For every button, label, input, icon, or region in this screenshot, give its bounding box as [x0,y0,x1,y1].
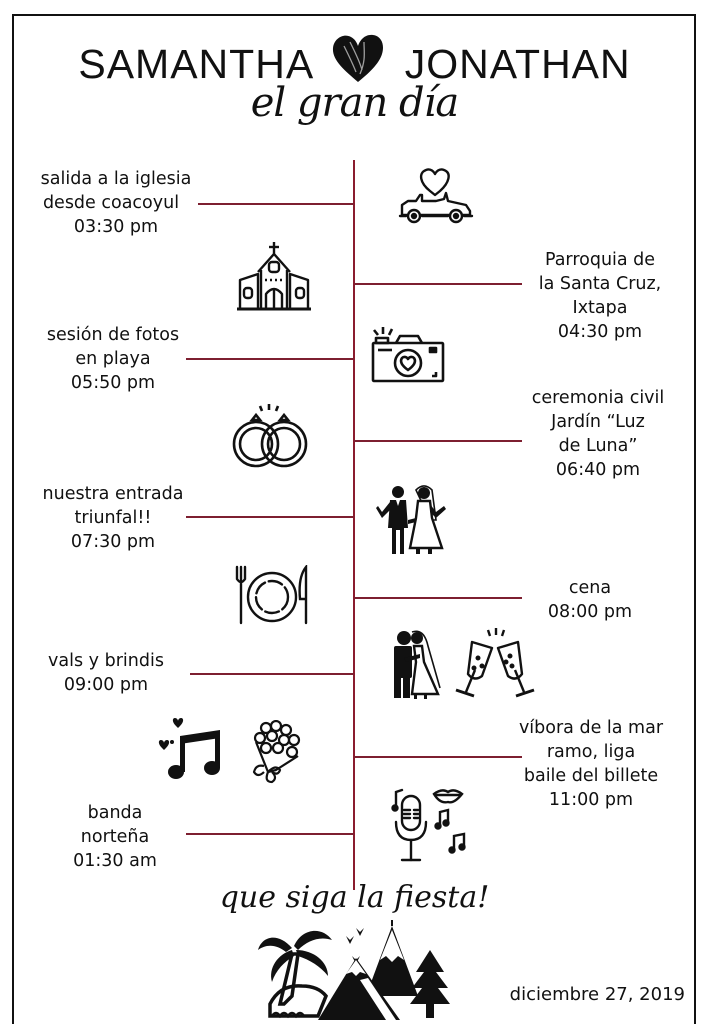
church-icon [236,240,312,316]
event-banda-nortena: banda norteña 01:30 am [73,803,157,871]
branch-right-1 [354,283,522,285]
event-vals-brindis: vals y brindis 09:00 pm [48,651,164,695]
event-vibora: víbora de la mar ramo, liga baile del bi… [518,718,664,810]
event-salida-iglesia: salida a la iglesia desde coacoyul 03:30… [40,169,192,237]
event-date: diciembre 27, 2019 [509,984,685,1005]
heart-icon [330,32,386,94]
wedding-rings-icon [228,402,312,476]
car-with-heart-icon [396,165,476,231]
page-border [12,14,696,1024]
music-notes-hearts-icon [156,716,224,786]
event-entrada-triunfal: nuestra entrada triunfal!! 07:30 pm [42,484,184,552]
champagne-toast-icon [452,626,538,706]
branch-left-3 [186,516,354,518]
branch-right-3 [354,597,522,599]
branch-right-4 [354,756,522,758]
timeline-spine [353,160,355,890]
name-right: JONATHAN [404,40,631,87]
camera-heart-icon [370,326,446,388]
couple-names-title: SAMANTHA JONATHAN [0,34,709,98]
branch-right-2 [354,440,522,442]
microphone-music-icon [390,786,472,870]
event-ceremonia-civil: ceremonia civil Jardín “Luz de Luna” 06:… [531,388,665,480]
dancing-couple-icon [390,628,446,704]
tagline: que siga la fiesta! [219,880,490,915]
event-sesion-fotos: sesión de fotos en playa 05:50 pm [46,325,180,393]
subtitle: el gran día [250,80,459,126]
name-left: SAMANTHA [78,40,312,87]
bouquet-icon [244,719,306,790]
palm-mountains-tree-icon [256,920,456,1028]
branch-left-4 [190,673,354,675]
branch-left-1 [198,203,354,205]
event-parroquia: Parroquia de la Santa Cruz, Ixtapa 04:30… [538,250,662,342]
plate-fork-knife-icon [234,563,312,629]
branch-left-2 [186,358,354,360]
bride-groom-icon [374,484,450,560]
event-cena: cena 08:00 pm [547,578,633,622]
branch-left-5 [186,833,354,835]
